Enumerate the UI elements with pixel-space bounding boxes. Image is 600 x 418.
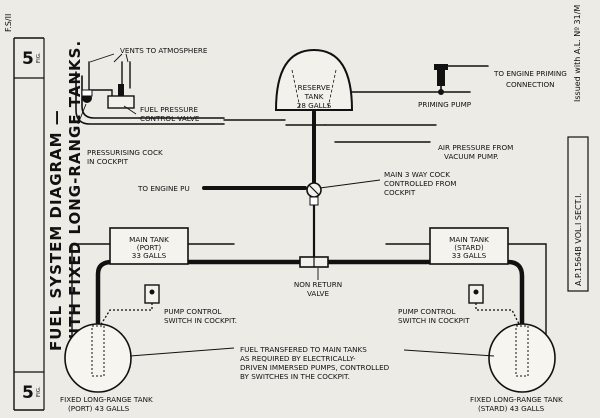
label-vents: VENTS TO ATMOSPHERE bbox=[120, 46, 208, 55]
non-return-valve bbox=[299, 256, 329, 268]
pump-switch-starboard bbox=[468, 284, 484, 304]
main-tank-stbd-label-3: 33 GALLS bbox=[452, 251, 487, 260]
label-fuel-transfer-3: DRIVEN IMMERSED PUMPS, CONTROLLED bbox=[240, 363, 390, 372]
main-tank-port-label-2: (PORT) bbox=[137, 243, 162, 252]
main-tank-port bbox=[109, 227, 189, 265]
label-fuel-transfer-1: FUEL TRANSFERED TO MAIN TANKS bbox=[240, 345, 367, 354]
corner-reference: F.S/II bbox=[4, 14, 13, 32]
label-pressurising-2: IN COCKPIT bbox=[87, 157, 129, 166]
label-three-way-3: COCKPIT bbox=[384, 188, 416, 197]
label-pump-port-2: SWITCH IN COCKPIT. bbox=[164, 316, 237, 325]
main-tank-port-label-3: 33 GALLS bbox=[132, 251, 167, 260]
label-air-pressure-1: AIR PRESSURE FROM bbox=[438, 143, 513, 152]
label-lr-stbd-1: FIXED LONG-RANGE TANK bbox=[470, 395, 563, 404]
label-engine-priming-2: CONNECTION bbox=[506, 80, 555, 89]
label-lr-port-1: FIXED LONG-RANGE TANK bbox=[60, 395, 153, 404]
three-way-cock bbox=[306, 182, 322, 206]
publication-ref-box: A.P.1564B VOL.I SECT.I. bbox=[567, 136, 589, 292]
label-pump-stbd-1: PUMP CONTROL bbox=[398, 307, 456, 316]
reserve-tank-label-1: RESERVE bbox=[298, 83, 331, 92]
priming-pump bbox=[434, 64, 448, 95]
main-tank-port-label-1: MAIN TANK bbox=[129, 235, 169, 244]
label-non-return-2: VALVE bbox=[307, 289, 330, 298]
fig-number-top: 5 bbox=[22, 49, 34, 69]
fuel-pressure-valve bbox=[107, 84, 135, 109]
fig-label-bottom: FIG. bbox=[36, 386, 42, 397]
pump-switch-port bbox=[144, 284, 160, 304]
title-line-2: WITH FIXED LONG-RANGE TANKS. bbox=[66, 40, 84, 351]
label-fuel-transfer-4: BY SWITCHES IN THE COCKPIT. bbox=[240, 372, 350, 381]
main-tank-stbd-label-1: MAIN TANK bbox=[449, 235, 489, 244]
reserve-tank-label-3: 28 GALLS bbox=[297, 101, 332, 110]
long-range-tank-port bbox=[64, 323, 132, 393]
switch-wiring bbox=[99, 303, 521, 327]
label-three-way-1: MAIN 3 WAY COCK bbox=[384, 170, 450, 179]
main-tank-starboard bbox=[429, 227, 509, 265]
fig-number-bottom: 5 bbox=[22, 383, 34, 403]
label-three-way-2: CONTROLLED FROM bbox=[384, 179, 456, 188]
label-priming-pump: PRIMING PUMP bbox=[418, 100, 472, 109]
label-fuel-pressure-1: FUEL PRESSURE bbox=[140, 105, 198, 114]
leader-lines bbox=[77, 53, 495, 357]
label-pump-port-1: PUMP CONTROL bbox=[164, 307, 222, 316]
label-pump-stbd-2: SWITCH IN COCKPIT bbox=[398, 316, 470, 325]
title-line-1: FUEL SYSTEM DIAGRAM — bbox=[47, 109, 65, 351]
issued-note: Issued with A.L. Nº 31/M bbox=[573, 5, 582, 102]
main-tank-stbd-label-2: (STARD) bbox=[454, 243, 484, 252]
pressurising-cock bbox=[81, 89, 93, 103]
reserve-tank bbox=[274, 48, 354, 111]
label-engine-pu: TO ENGINE PU bbox=[137, 184, 190, 193]
label-lr-stbd-2: (STARD) 43 GALLS bbox=[478, 404, 545, 413]
label-engine-priming-1: TO ENGINE PRIMING bbox=[493, 69, 567, 78]
label-pressurising-1: PRESSURISING COCK bbox=[87, 148, 163, 157]
label-lr-port-2: (PORT) 43 GALLS bbox=[68, 404, 130, 413]
long-range-tank-starboard bbox=[488, 323, 556, 393]
label-fuel-transfer-2: AS REQUIRED BY ELECTRICALLY- bbox=[240, 354, 356, 363]
fig-label-top: FIG. bbox=[36, 52, 42, 63]
reserve-tank-label-2: TANK bbox=[304, 92, 324, 101]
title-block: 5 FIG. 5 FIG. bbox=[13, 37, 45, 411]
svg-text:A.P.1564B VOL.I SECT.I.: A.P.1564B VOL.I SECT.I. bbox=[574, 193, 583, 286]
label-non-return-1: NON RETURN bbox=[294, 280, 342, 289]
label-fuel-pressure-2: CONTROL VALVE bbox=[140, 114, 200, 123]
label-air-pressure-2: VACUUM PUMP. bbox=[444, 152, 499, 161]
